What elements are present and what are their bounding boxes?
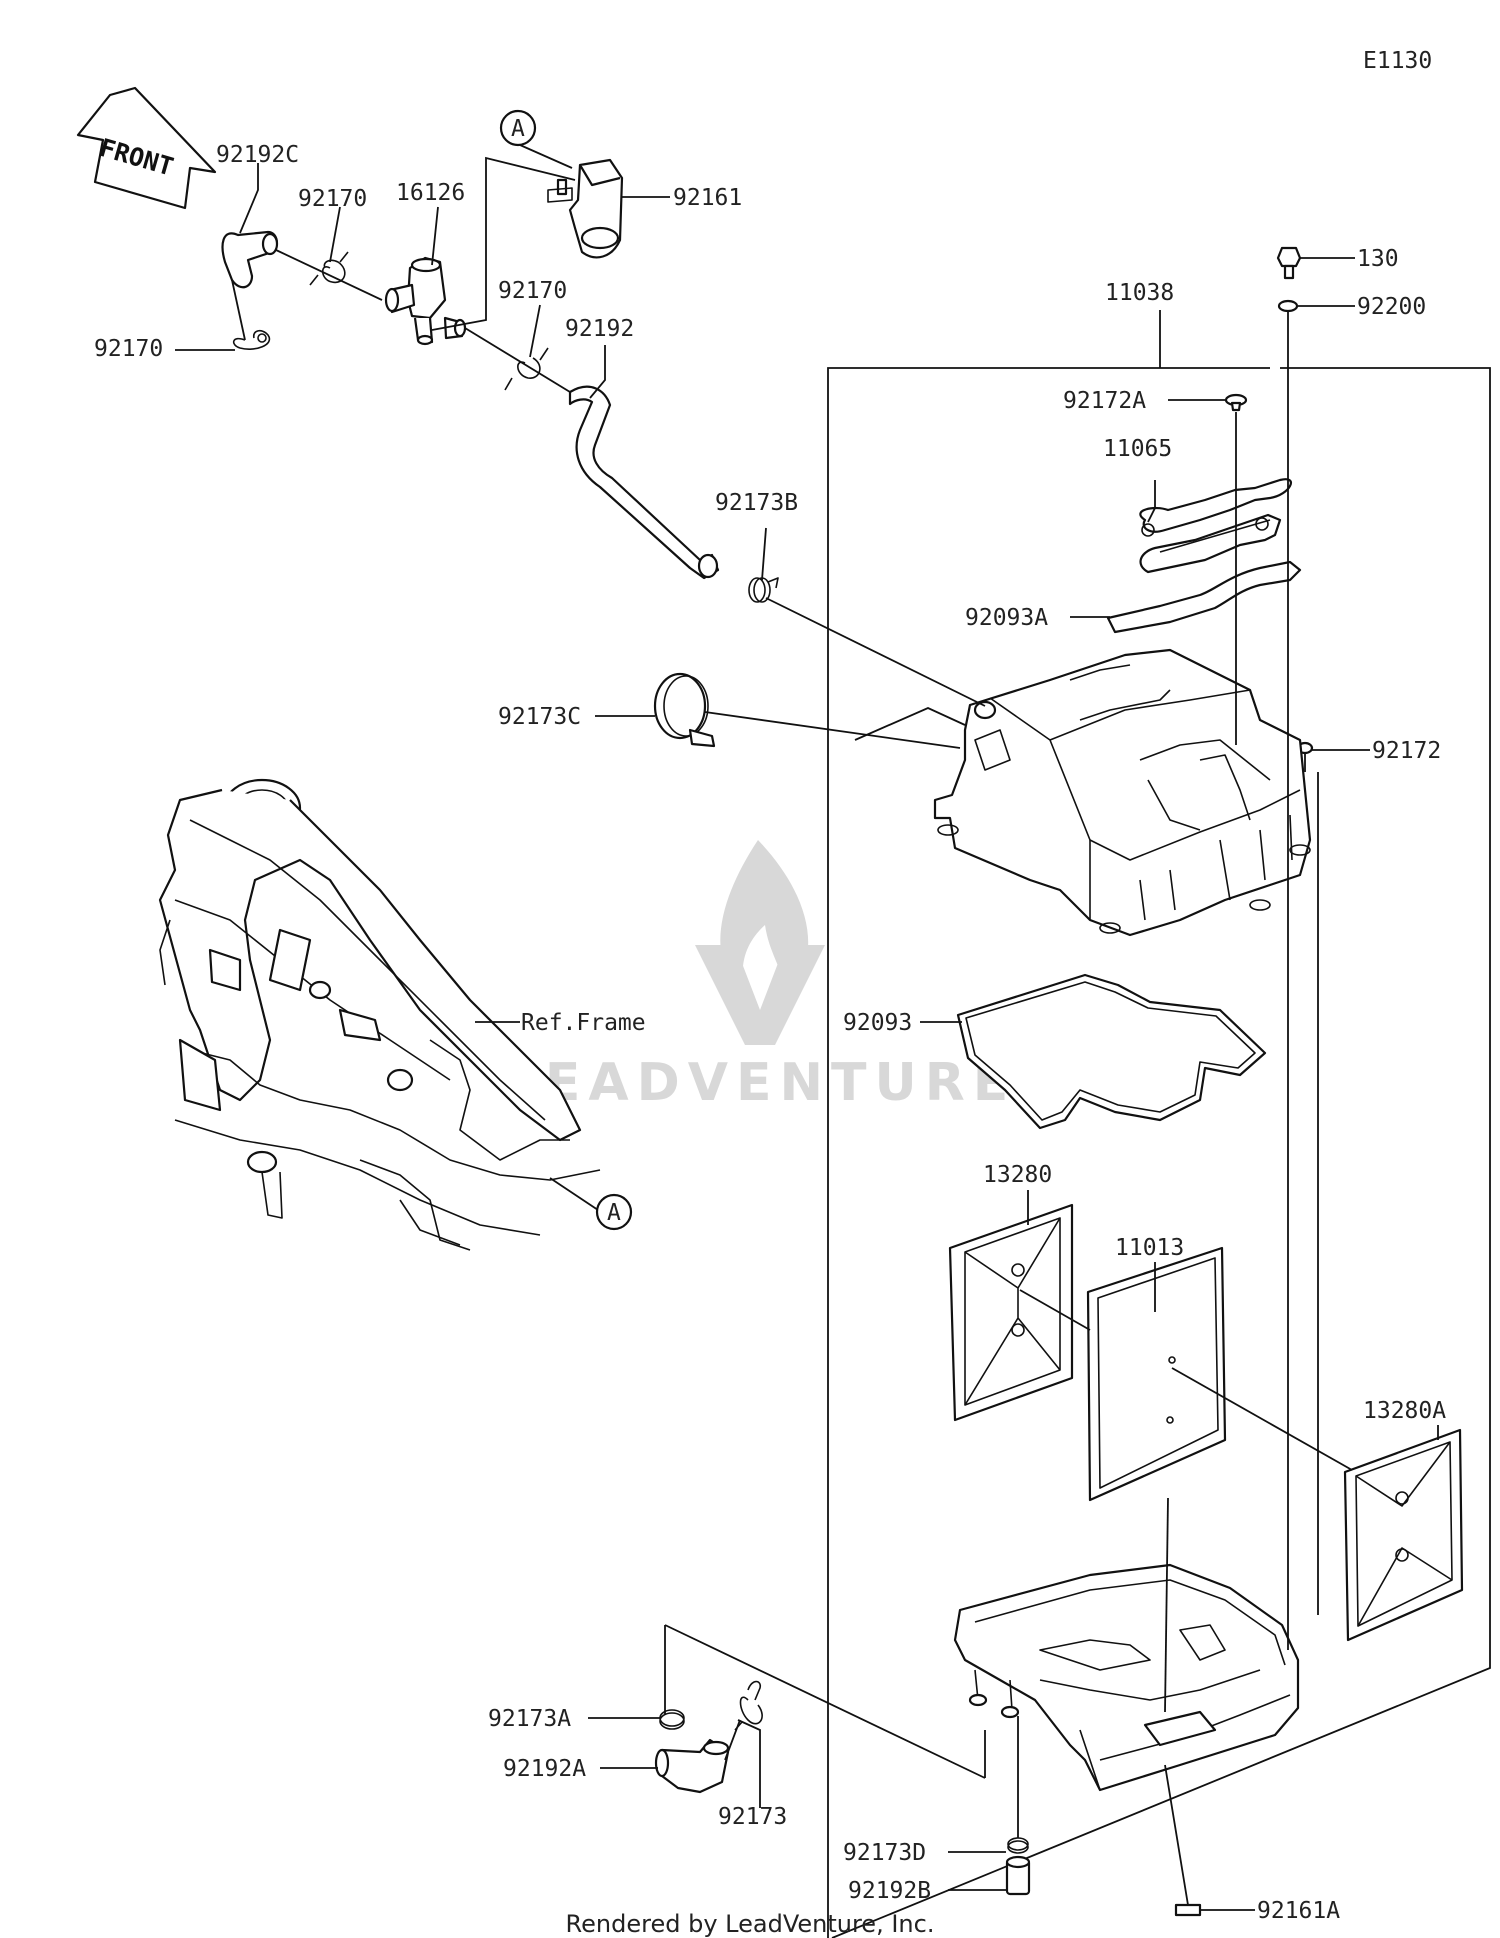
label-11065: 11065 [1103, 436, 1172, 462]
label-92093A: 92093A [965, 605, 1048, 631]
clamp-92173A [659, 1709, 685, 1730]
label-ref-frame: Ref.Frame [521, 1010, 646, 1036]
gasket-92093A [1106, 560, 1302, 634]
front-arrow-icon [76, 86, 217, 210]
label-92192: 92192 [565, 316, 634, 342]
gasket-92093 [956, 973, 1267, 1130]
air-filter-11013 [1086, 1246, 1227, 1502]
label-130: 130 [1357, 246, 1399, 272]
washer-92200 [1277, 299, 1299, 313]
label-92170-left: 92170 [94, 336, 163, 362]
airbox-case [953, 1563, 1300, 1792]
hose-92192 [568, 385, 720, 580]
callout-a-frame-label: A [607, 1200, 621, 1226]
watermark-v-icon [695, 945, 825, 1045]
label-92093: 92093 [843, 1010, 912, 1036]
label-92173C: 92173C [498, 704, 581, 730]
label-92172: 92172 [1372, 738, 1441, 764]
valve-16126 [384, 256, 467, 346]
callout-a-frame: A [595, 1193, 633, 1231]
breather-hose-92192C [221, 230, 279, 289]
label-92170-top: 92170 [298, 186, 367, 212]
reference-frame [158, 778, 601, 1251]
label-11013: 11013 [1115, 1235, 1184, 1261]
solenoid-92161 [547, 158, 624, 259]
footer-credit: Rendered by LeadVenture, Inc. [566, 1910, 935, 1938]
label-92172A: 92172A [1063, 388, 1146, 414]
assembly-bracket-11038 [827, 367, 1491, 1938]
label-92173A: 92173A [488, 1706, 571, 1732]
clamp-92170-c [504, 347, 549, 391]
pad-92161A [1174, 1903, 1202, 1917]
clamp-92173B [748, 577, 779, 603]
clamp-92173C [653, 672, 716, 748]
clamp-92173D [1007, 1837, 1029, 1854]
label-13280A: 13280A [1363, 1398, 1446, 1424]
screw-92172A [1224, 393, 1248, 412]
element-frame-13280A [1343, 1428, 1464, 1642]
plug-92192B [1005, 1855, 1031, 1896]
label-92173D: 92173D [843, 1840, 926, 1866]
label-92173B: 92173B [715, 490, 798, 516]
label-92161A: 92161A [1257, 1898, 1340, 1924]
part-labels: 92192C 92170 16126 92161 92170 92170 921… [94, 142, 1446, 1924]
cover-11065 [1139, 478, 1292, 574]
label-92170-mid: 92170 [498, 278, 567, 304]
plug-92192A [654, 1738, 730, 1794]
label-11038: 11038 [1105, 280, 1174, 306]
clamp-92170-a [232, 329, 271, 350]
callout-a-top: A [499, 109, 537, 147]
label-92192A: 92192A [503, 1756, 586, 1782]
label-92173: 92173 [718, 1804, 787, 1830]
label-92200: 92200 [1357, 294, 1426, 320]
label-92192B: 92192B [848, 1878, 931, 1904]
diagram-code: E1130 [1363, 48, 1432, 74]
element-frame-13280 [948, 1203, 1074, 1422]
front-arrow: FRONT [76, 86, 217, 210]
watermark: LEADVENTURE [504, 840, 1017, 1113]
label-92192C: 92192C [216, 142, 299, 168]
label-16126: 16126 [396, 180, 465, 206]
watermark-text: LEADVENTURE [504, 1053, 1017, 1113]
leader-lines [175, 144, 1439, 1911]
label-13280: 13280 [983, 1162, 1052, 1188]
screw-130 [1276, 246, 1302, 280]
label-92161: 92161 [673, 185, 742, 211]
callout-a-top-label: A [511, 116, 525, 142]
airbox-housing [933, 648, 1312, 937]
